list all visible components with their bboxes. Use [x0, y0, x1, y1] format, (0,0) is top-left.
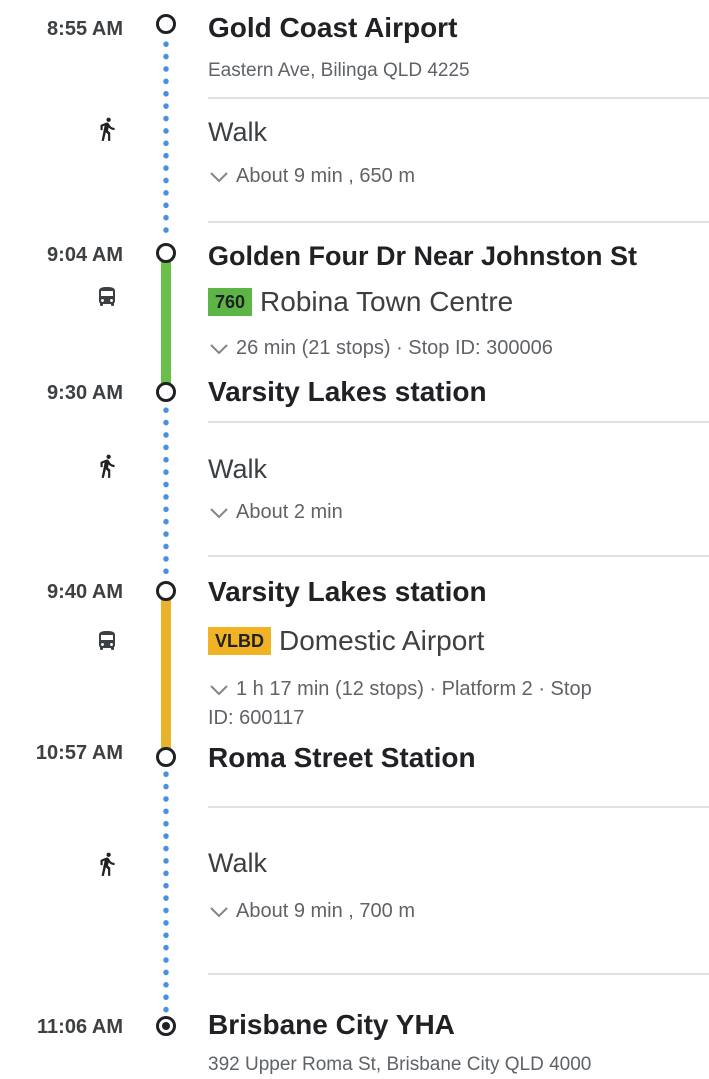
train-route-destination: Domestic Airport	[279, 625, 485, 656]
chevron-down-icon	[210, 172, 228, 183]
origin-time: 8:55 AM	[47, 18, 123, 40]
bus-arrive-time: 9:30 AM	[47, 382, 123, 404]
divider	[208, 221, 709, 223]
divider	[208, 97, 709, 99]
walk-details-toggle[interactable]: About 9 min , 650 m	[208, 164, 415, 188]
walk-details-toggle[interactable]: About 2 min	[208, 500, 343, 524]
chevron-down-icon	[210, 508, 228, 519]
walk-route-dots	[163, 768, 169, 1013]
bus-route-line	[161, 252, 171, 385]
destination-stop-name[interactable]: Brisbane City YHA	[208, 1009, 455, 1040]
origin-stop-name[interactable]: Gold Coast Airport	[208, 12, 458, 43]
train-detail-text-line2: ID: 600117	[208, 707, 305, 729]
train-route-row[interactable]: VLBD Domestic Airport	[208, 624, 484, 658]
train-depart-node	[156, 581, 176, 601]
chevron-down-icon	[210, 344, 228, 355]
chevron-down-icon	[210, 685, 228, 696]
divider	[208, 421, 709, 423]
bus-depart-node	[156, 243, 176, 263]
bus-arrive-node	[156, 382, 176, 402]
train-details-toggle[interactable]: 1 h 17 min (12 stops) · Platform 2 · Sto…	[208, 677, 592, 701]
bus-route-destination: Robina Town Centre	[260, 286, 514, 317]
route-badge-760: 760	[208, 288, 253, 316]
bus-arrive-stop[interactable]: Varsity Lakes station	[208, 376, 487, 407]
walking-person-icon	[100, 117, 115, 141]
bus-icon	[99, 287, 115, 306]
divider	[208, 973, 709, 975]
train-depart-stop[interactable]: Varsity Lakes station	[208, 576, 487, 607]
destination-node	[156, 1016, 176, 1036]
walk-route-dots	[163, 38, 169, 236]
walk-detail-text: About 9 min , 650 m	[236, 165, 415, 187]
train-arrive-node	[156, 747, 176, 767]
bus-details-toggle[interactable]: 26 min (21 stops) · Stop ID: 300006	[208, 336, 553, 360]
train-depart-time: 9:40 AM	[47, 581, 123, 603]
divider	[208, 555, 709, 557]
walk-details-toggle[interactable]: About 9 min , 700 m	[208, 899, 415, 923]
train-arrive-stop[interactable]: Roma Street Station	[208, 742, 476, 773]
train-arrive-time: 10:57 AM	[35, 742, 123, 764]
chevron-down-icon	[210, 907, 228, 918]
walk-detail-text: About 2 min	[236, 501, 343, 523]
walk-label: Walk	[208, 454, 267, 484]
bus-depart-stop[interactable]: Golden Four Dr Near Johnston St	[208, 241, 638, 271]
origin-node	[156, 14, 176, 34]
divider	[208, 806, 709, 808]
walking-person-icon	[100, 852, 115, 876]
bus-detail-text: 26 min (21 stops) · Stop ID: 300006	[236, 337, 553, 359]
walk-label: Walk	[208, 848, 267, 878]
walk-label: Walk	[208, 117, 267, 147]
train-icon	[99, 631, 115, 650]
walk-route-dots	[163, 404, 169, 578]
destination-time: 11:06 AM	[37, 1016, 123, 1038]
train-route-line	[161, 590, 171, 750]
destination-address: 392 Upper Roma St, Brisbane City QLD 400…	[208, 1054, 592, 1075]
origin-address: Eastern Ave, Bilinga QLD 4225	[208, 60, 470, 81]
train-detail-text-line1: 1 h 17 min (12 stops) · Platform 2 · Sto…	[236, 678, 592, 700]
walking-person-icon	[100, 454, 115, 478]
route-badge-vlbd: VLBD	[208, 627, 271, 655]
bus-depart-time: 9:04 AM	[47, 244, 123, 266]
walk-detail-text: About 9 min , 700 m	[236, 900, 415, 922]
